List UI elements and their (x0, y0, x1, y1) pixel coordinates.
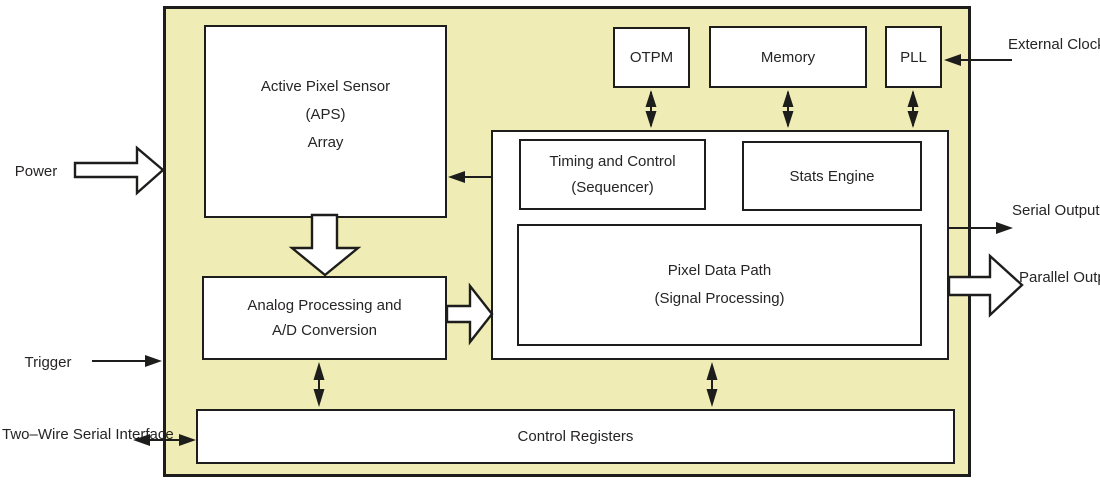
block-timing-control: Timing and Control (Sequencer) (519, 139, 706, 210)
block-label-line: Array (307, 133, 344, 151)
block-label-line: Timing and Control (549, 152, 676, 170)
block-label-line: (Sequencer) (571, 178, 654, 196)
block-memory: Memory (709, 26, 867, 88)
block-label-line: OTPM (629, 49, 674, 66)
label-line: Parallel (1019, 269, 1070, 286)
label-two-wire-serial-interface: Two–Wire Serial Interface (2, 423, 174, 447)
power-arrow (73, 145, 165, 196)
block-label-line: Memory (760, 48, 816, 66)
label-trigger: Trigger (24, 354, 72, 371)
block-digital-core: Timing and Control (Sequencer) Stats Eng… (491, 130, 949, 360)
label-line: Serial (1012, 202, 1051, 219)
block-label-line: A/D Conversion (271, 322, 378, 339)
block-label-line: Active Pixel Sensor (260, 77, 391, 95)
block-aps-array: Active Pixel Sensor (APS) Array (204, 25, 447, 218)
label-line: Two–Wire (2, 426, 69, 443)
block-label-line: PLL (900, 48, 927, 66)
block-label-line: Pixel Data Path (667, 262, 772, 279)
block-label-line: (APS) (305, 105, 346, 123)
label-line: External (1008, 36, 1064, 53)
block-analog-adc: Analog Processing and A/D Conversion (202, 276, 447, 360)
block-label-line: Analog Processing and (247, 297, 402, 314)
label-parallel-output: Parallel Output (1019, 263, 1100, 292)
block-label-line: Stats Engine (789, 167, 875, 185)
label-line: Output (1073, 269, 1100, 286)
block-otpm: OTPM (613, 27, 690, 88)
block-pll: PLL (885, 26, 942, 88)
label-power: Power (14, 163, 58, 180)
label-line: Output (1054, 202, 1100, 219)
trigger-arrow (92, 355, 162, 367)
label-line: Clock (1067, 36, 1100, 53)
label-line: Serial Interface (72, 426, 174, 443)
block-label-line: (Signal Processing) (654, 290, 785, 307)
block-stats-engine: Stats Engine (742, 141, 922, 211)
block-label-line: Control Registers (517, 428, 634, 445)
block-pixel-data-path: Pixel Data Path (Signal Processing) (517, 224, 922, 346)
block-control-registers: Control Registers (196, 409, 955, 464)
label-serial-output: Serial Output (1012, 196, 1100, 225)
label-external-clock: External Clock (1008, 30, 1100, 59)
